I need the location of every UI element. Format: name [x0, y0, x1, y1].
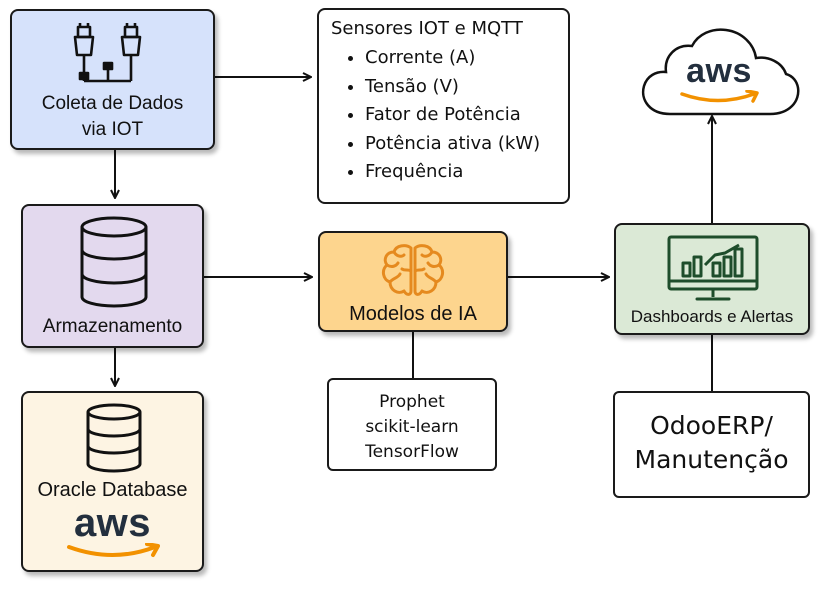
libs-list: Prophet scikit-learn TensorFlow — [329, 390, 495, 465]
modelos-node: Modelos de IA — [318, 231, 508, 332]
brain-icon — [381, 244, 445, 296]
sensores-title: Sensores IOT e MQTT — [331, 18, 523, 39]
iot-connector-icon — [73, 23, 142, 83]
erp-label-line1: OdooERP/ — [650, 411, 773, 440]
oracle-label: Oracle Database — [37, 479, 188, 501]
coleta-label-line2: via IOT — [81, 119, 144, 140]
erp-label: OdooERP/ Manutenção — [615, 409, 808, 477]
aws-cloud-logo-text: aws — [686, 52, 752, 90]
oracle-node: Oracle Database aws — [21, 391, 204, 572]
sensor-item-tensao: Tensão (V) — [365, 73, 540, 102]
lib-item-prophet: Prophet — [379, 392, 445, 412]
coleta-label-line1: Coleta de Dados — [41, 93, 184, 114]
database-icon — [80, 216, 148, 308]
sensores-node: Sensores IOT e MQTT Corrente (A) Tensão … — [317, 8, 570, 204]
erp-label-line2: Manutenção — [634, 445, 789, 474]
modelos-label: Modelos de IA — [349, 303, 477, 325]
sensor-item-potencia: Potência ativa (kW) — [365, 130, 540, 159]
sensores-list: Corrente (A) Tensão (V) Fator de Potênci… — [347, 44, 540, 187]
libs-node: Prophet scikit-learn TensorFlow — [327, 378, 497, 471]
armazenamento-node: Armazenamento — [21, 204, 204, 348]
monitor-chart-icon — [667, 235, 759, 301]
armazenamento-label: Armazenamento — [42, 316, 183, 337]
lib-item-tensorflow: TensorFlow — [365, 442, 459, 462]
dashboards-label: Dashboards e Alertas — [630, 307, 794, 326]
sensor-item-frequencia: Frequência — [365, 158, 540, 187]
sensor-item-corrente: Corrente (A) — [365, 44, 540, 73]
aws-smile-icon — [680, 90, 759, 103]
aws-logo-text: aws — [73, 501, 152, 545]
database-icon — [86, 403, 142, 473]
dashboards-node: Dashboards e Alertas — [614, 223, 810, 335]
coleta-node: Coleta de Dados via IOT — [10, 9, 215, 150]
sensor-item-fator: Fator de Potência — [365, 101, 540, 130]
erp-node: OdooERP/ Manutenção — [613, 391, 810, 498]
aws-smile-icon — [67, 543, 160, 557]
lib-item-scikit: scikit-learn — [365, 417, 459, 437]
